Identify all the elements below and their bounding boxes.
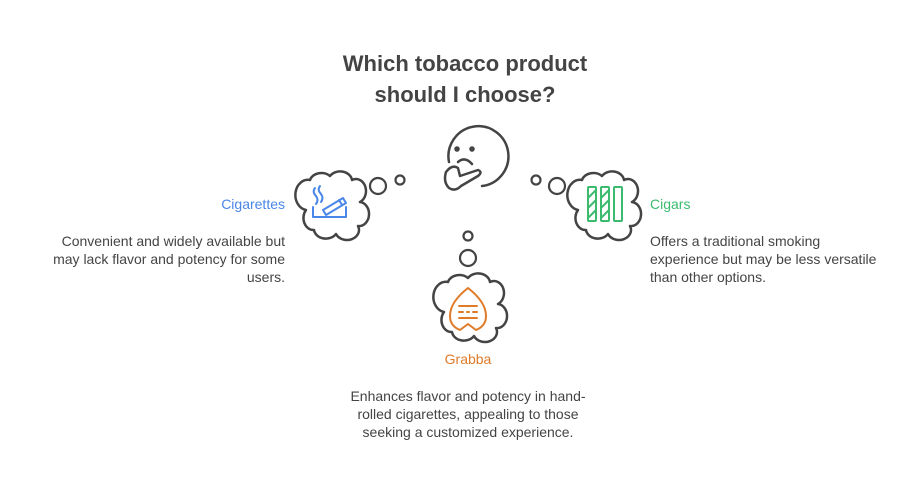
desc-line: rolled cigarettes, appealing to those (357, 406, 579, 422)
thought-bubbles (368, 174, 567, 268)
desc-line: than other options. (650, 269, 766, 285)
bubble-large-right (547, 176, 567, 196)
desc-line: Enhances flavor and potency in hand- (350, 388, 586, 404)
bubble-small-left (394, 174, 406, 186)
label-grabba: Grabba (444, 351, 492, 367)
page-title: Which tobacco product should I choose? (265, 48, 665, 110)
desc-line: Offers a traditional smoking (650, 233, 821, 249)
bubble-small-bottom (462, 230, 474, 242)
thinking-face-icon (443, 124, 510, 191)
desc-line: Convenient and widely available but (61, 233, 285, 249)
description-cigars: Offers a traditional smoking experience … (650, 232, 876, 286)
desc-line: may lack flavor and potency for some (53, 251, 285, 267)
description-grabba: Enhances flavor and potency in hand- rol… (318, 387, 618, 441)
title-line-2: should I choose? (374, 82, 556, 107)
grabba-leaf-icon (449, 287, 487, 331)
desc-line: experience but may be less versatile (650, 251, 877, 267)
cigars-icon (587, 186, 623, 222)
bubble-small-right (530, 174, 542, 186)
desc-line: users. (246, 269, 285, 285)
label-cigarettes: Cigarettes (221, 196, 285, 212)
description-cigarettes: Convenient and widely available but may … (53, 232, 285, 286)
title-line-1: Which tobacco product (342, 51, 588, 76)
bubble-large-left (368, 176, 388, 196)
bubble-large-bottom (458, 248, 478, 268)
cloud-cigarettes (294, 170, 371, 242)
cigarette-icon (312, 185, 347, 218)
label-cigars: Cigars (650, 196, 691, 212)
desc-line: seeking a customized experience. (362, 424, 574, 440)
cloud-grabba (432, 272, 509, 344)
